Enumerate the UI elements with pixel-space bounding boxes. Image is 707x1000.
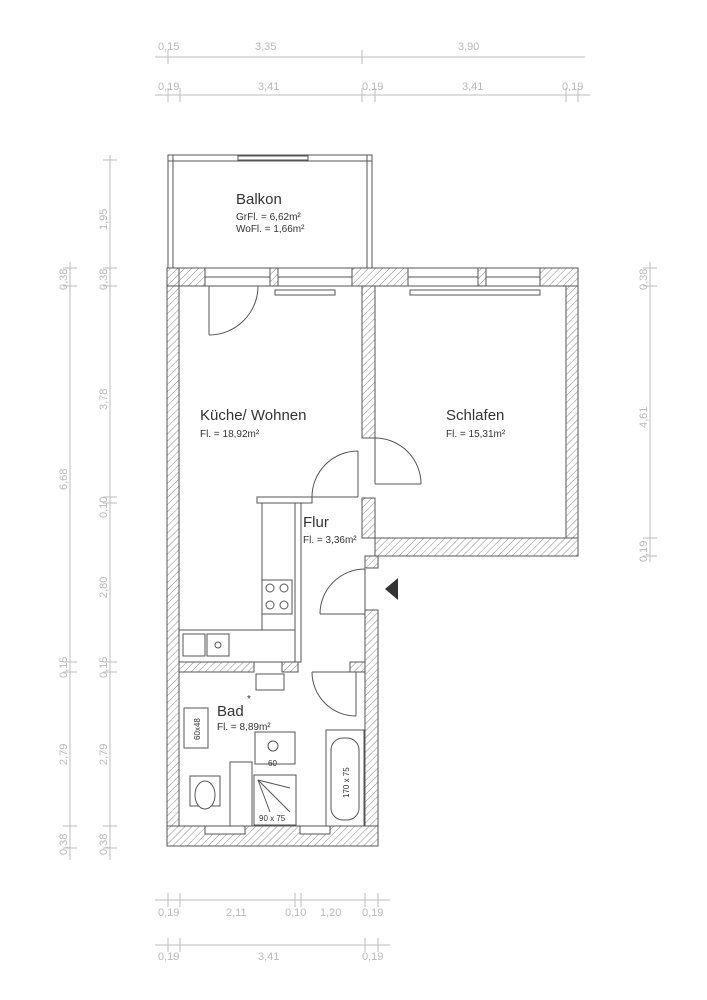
dim-left-0: 0,38 <box>58 269 70 290</box>
room-name-balkon: Balkon <box>236 191 282 208</box>
doors <box>208 285 422 717</box>
room-name-kueche: Küche/ Wohnen <box>200 407 306 424</box>
dim-inner-6: 2,79 <box>98 744 110 765</box>
dimension-bottom-row2: 0,19 3,41 0,19 <box>155 938 390 963</box>
room-name-schlafen: Schlafen <box>446 407 504 424</box>
room-area-bad: Fl. = 8,89m² <box>217 722 271 733</box>
dim-top1-0: 0,15 <box>158 41 179 53</box>
dim-left-3: 2,79 <box>58 744 70 765</box>
dim-bottom1-1: 2,11 <box>226 907 247 919</box>
dim-top1-1: 3,35 <box>255 41 276 53</box>
kitchen-counter <box>178 502 296 663</box>
dim-bottom1-2: 0,10 <box>285 907 306 919</box>
dim-inner-1: 0,38 <box>98 269 110 290</box>
room-area-balkon-2: WoFl. = 1,66m² <box>236 224 305 235</box>
dim-top2-4: 0,19 <box>562 81 583 93</box>
room-name-flur: Flur <box>303 514 329 531</box>
dim-inner-5: 0,15 <box>98 657 110 678</box>
dim-left-2: 0,15 <box>58 657 70 678</box>
dim-inner-2: 3,78 <box>98 389 110 410</box>
dim-top2-1: 3,41 <box>258 81 279 93</box>
dimension-bottom-row1: 0,19 2,11 0,10 1,20 0,19 <box>155 893 390 919</box>
dim-right-2: 0,19 <box>638 541 650 562</box>
bathtub-label: 170 x 75 <box>342 767 351 798</box>
dim-top1-2: 3,90 <box>458 41 479 53</box>
dim-top2-2: 0,19 <box>362 81 383 93</box>
dim-left-4: 0,38 <box>58 834 70 855</box>
washer-label: 60x48 <box>193 718 202 740</box>
dim-inner-0: 1,95 <box>98 209 110 230</box>
shower-label: 90 x 75 <box>259 814 286 823</box>
room-area-schlafen: Fl. = 15,31m² <box>446 429 506 440</box>
room-name-bad: Bad <box>217 703 244 720</box>
dimension-top-row1: 0,15 3,35 3,90 <box>155 41 585 64</box>
dim-right-0: 0,38 <box>638 269 650 290</box>
bath-fixtures: 60x48 60 90 x 75 170 x 75 <box>183 673 365 835</box>
dim-top2-0: 0,19 <box>158 81 179 93</box>
dim-inner-4: 2,80 <box>98 577 110 598</box>
dim-bottom1-3: 1,20 <box>320 907 341 919</box>
dim-bottom2-0: 0,19 <box>158 951 179 963</box>
dim-right-1: 4,61 <box>638 407 650 428</box>
sink-label: 60 <box>268 759 277 768</box>
dim-bottom1-0: 0,19 <box>158 907 179 919</box>
entrance-arrow-icon <box>385 578 398 600</box>
dim-bottom1-4: 0,19 <box>362 907 383 919</box>
walls <box>166 267 579 847</box>
dim-inner-3: 0,10 <box>98 497 110 518</box>
room-mark-bad: * <box>247 694 251 705</box>
room-area-kueche: Fl. = 18,92m² <box>200 429 260 440</box>
dim-left-1: 6,68 <box>58 469 70 490</box>
dim-inner-7: 0,38 <box>98 834 110 855</box>
room-area-balkon-1: GrFl. = 6,62m² <box>236 212 301 223</box>
dimension-top-row2: 0,19 3,41 0,19 3,41 0,19 <box>155 81 590 102</box>
dim-bottom2-1: 3,41 <box>258 951 279 963</box>
dim-top2-3: 3,41 <box>462 81 483 93</box>
dimension-left-outer: 0,38 6,68 0,15 2,79 0,38 <box>58 262 77 860</box>
dim-bottom2-2: 0,19 <box>362 951 383 963</box>
room-area-flur: Fl. = 3,36m² <box>303 535 357 546</box>
dimension-right: 0,38 4,61 0,19 <box>638 262 657 562</box>
dimension-left-inner: 1,95 0,38 3,78 0,10 2,80 0,15 2,79 0,38 <box>98 155 117 860</box>
